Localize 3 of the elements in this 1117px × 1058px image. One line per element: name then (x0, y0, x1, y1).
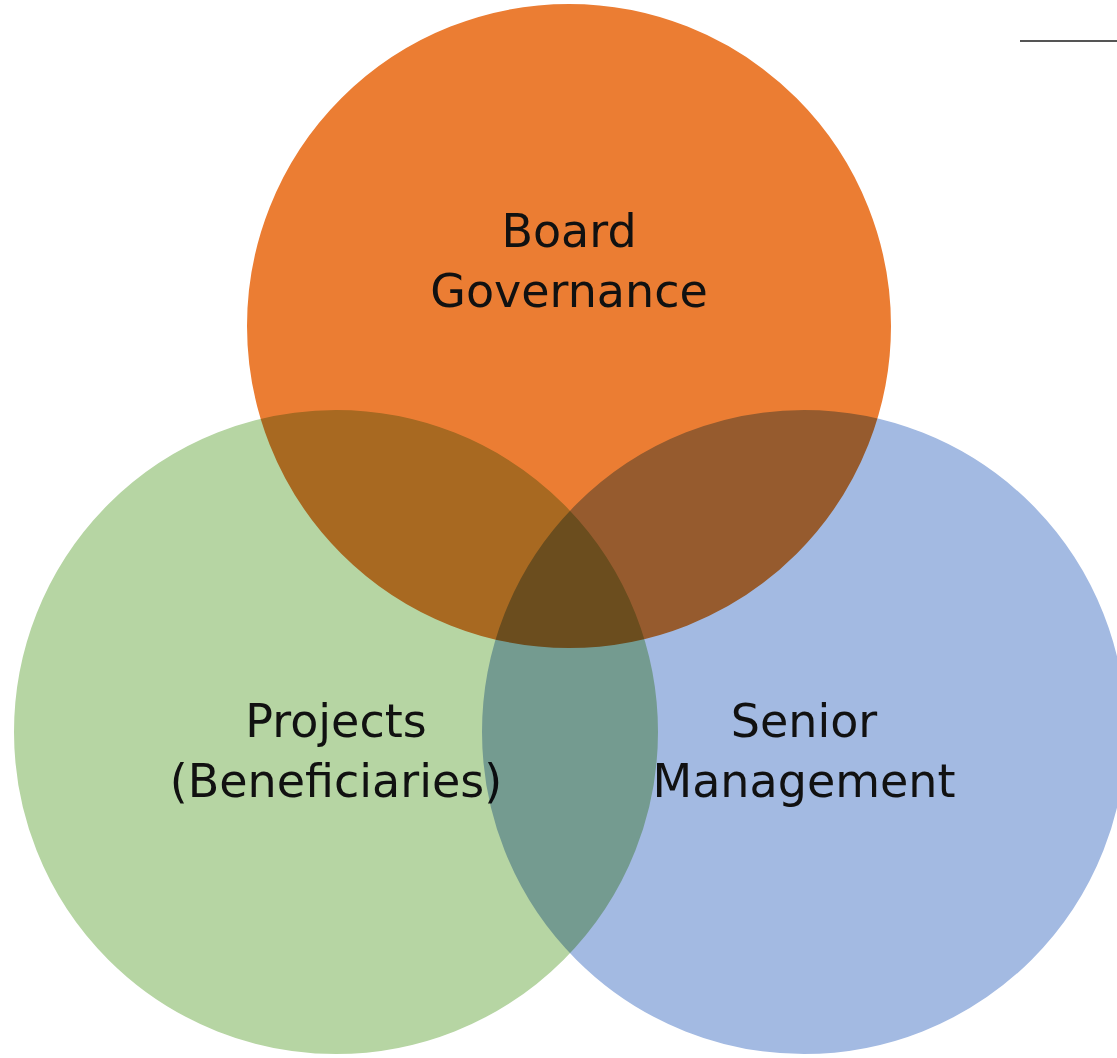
circle-label: Projects (Beneficiaries) (169, 693, 503, 810)
circle-label: Board Governance (429, 203, 709, 320)
circle-label: Senior Management (651, 693, 957, 810)
